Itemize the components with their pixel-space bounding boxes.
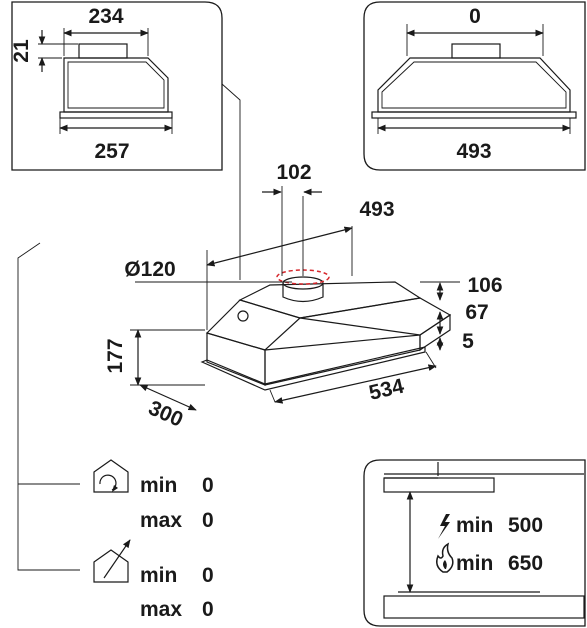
recirc-min-value: 0 — [202, 474, 214, 497]
dim-493-front: 493 — [456, 140, 491, 163]
dim-534: 534 — [367, 374, 407, 404]
dim-102: 102 — [276, 161, 311, 184]
side-view-panel: 234 21 257 — [10, 1, 223, 171]
dim-493-rear: 493 — [359, 198, 394, 221]
electric-min-value: 500 — [508, 514, 543, 537]
flame-icon — [436, 542, 454, 573]
dim-diameter-120: Ø120 — [124, 258, 175, 281]
dim-106: 106 — [467, 274, 502, 297]
extract-max-value: 0 — [202, 598, 214, 621]
recirc-min-label: min — [140, 474, 177, 497]
connector-lines — [17, 83, 241, 571]
recirc-max-label: max — [140, 509, 182, 532]
dim-21: 21 — [10, 39, 33, 63]
dim-234: 234 — [88, 5, 123, 28]
electric-min-label: min — [456, 514, 493, 537]
extraction-house-icon — [93, 539, 131, 583]
dim-300: 300 — [145, 396, 186, 431]
dim-257: 257 — [94, 140, 129, 163]
extract-max-label: max — [140, 598, 182, 621]
lightning-icon — [438, 514, 450, 539]
recirc-max-value: 0 — [202, 509, 214, 532]
dim-0: 0 — [469, 5, 481, 28]
gas-min-label: min — [456, 552, 493, 575]
recirculation-house-icon — [93, 459, 129, 493]
dim-177: 177 — [104, 338, 127, 373]
dim-5: 5 — [462, 330, 474, 353]
clearance-panel — [363, 459, 586, 627]
extract-min-value: 0 — [202, 564, 214, 587]
dim-67: 67 — [465, 301, 488, 324]
front-view-panel: 0 493 — [363, 1, 586, 171]
extract-min-label: min — [140, 564, 177, 587]
gas-min-value: 650 — [508, 552, 543, 575]
hood-isometric-view: 102 493 Ø120 106 67 5 177 300 534 — [104, 161, 503, 432]
